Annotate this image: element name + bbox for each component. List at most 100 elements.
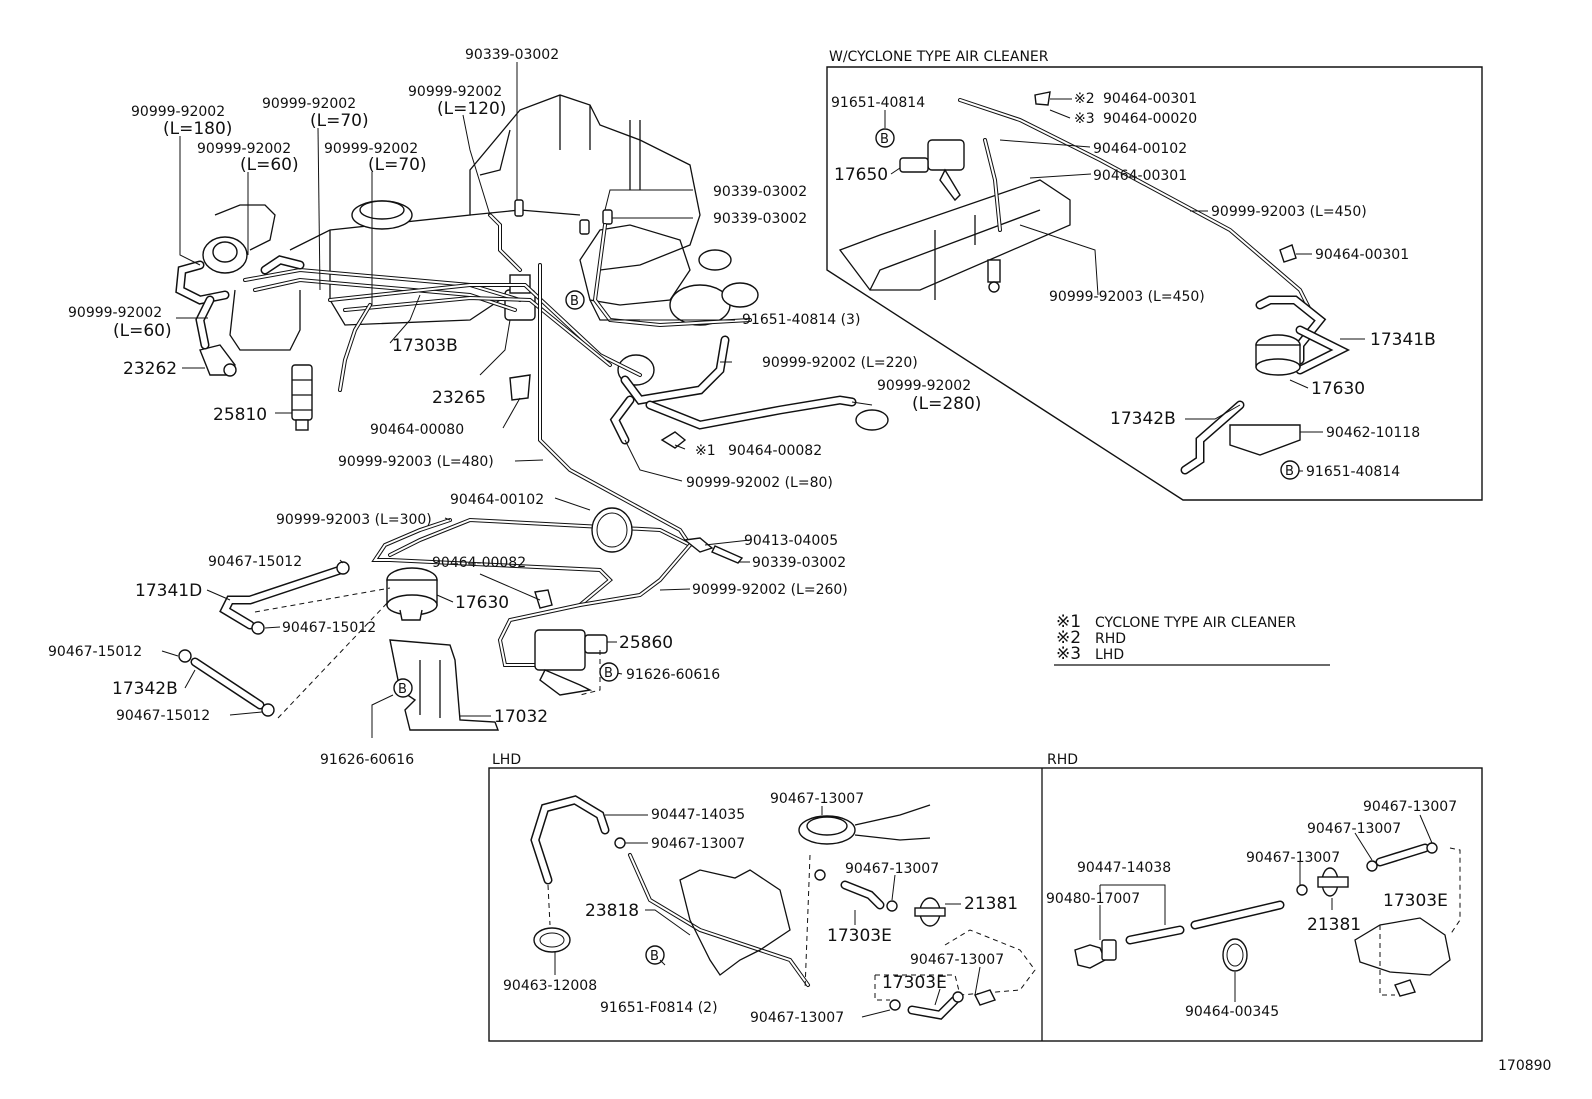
lhd-label-h7: 90467-13007 bbox=[910, 952, 1004, 968]
rhd-label-r7: 90464-00345 bbox=[1185, 1004, 1279, 1020]
label-l17: 23262 bbox=[123, 359, 177, 379]
cyclone-label-c1: 90464-00301 bbox=[1103, 91, 1197, 107]
bolt-mark: B bbox=[604, 666, 613, 681]
legend-mark-3: ※3 bbox=[1056, 644, 1081, 664]
label-l21: 25810 bbox=[213, 405, 267, 425]
label-l22: 23265 bbox=[432, 388, 486, 408]
label-l5: 90999-92002 bbox=[131, 104, 225, 120]
label-l31: 90339-03002 bbox=[752, 555, 846, 571]
cyclone-note2: ※2 bbox=[1074, 91, 1095, 107]
bolt-markers: B B B bbox=[393, 290, 619, 698]
cyclone-label-c8: 90999-92003 (L=450) bbox=[1049, 289, 1205, 305]
legend-text-1: CYCLONE TYPE AIR CLEANER bbox=[1095, 615, 1296, 631]
cyclone-note3: ※3 bbox=[1074, 111, 1095, 127]
main-labels: 90339-03002 90999-92002 (L=120) 90999-92… bbox=[48, 47, 981, 768]
label-l25: 90999-92003 (L=480) bbox=[338, 454, 494, 470]
cyclone-label-c0: 91651-40814 bbox=[831, 95, 925, 111]
cyclone-label-c9: 17341B bbox=[1370, 330, 1436, 350]
rhd-label-r4: 90480-17007 bbox=[1046, 891, 1140, 907]
rhd-label-r3: 90467-13007 bbox=[1246, 850, 1340, 866]
bolt-mark: B bbox=[1285, 464, 1294, 479]
cyclone-label-c2: 90464-00020 bbox=[1103, 111, 1197, 127]
cyclone-label-c6: 90999-92003 (L=450) bbox=[1211, 204, 1367, 220]
lhd-label-h0: 90447-14035 bbox=[651, 807, 745, 823]
label-l43: 91626-60616 bbox=[320, 752, 414, 768]
label-l13: 90999-92002 bbox=[68, 305, 162, 321]
lhd-label-h3: 90467-13007 bbox=[845, 861, 939, 877]
label-l19: 90999-92002 bbox=[877, 378, 971, 394]
label-l34: 17341D bbox=[135, 581, 202, 601]
label-l37: 25860 bbox=[619, 633, 673, 653]
cyclone-label-c11: 17342B bbox=[1110, 409, 1176, 429]
legend-mark-2: ※2 bbox=[1056, 628, 1081, 648]
label-l24: 90464-00082 bbox=[728, 443, 822, 459]
rhd-label-r0: 90467-13007 bbox=[1363, 799, 1457, 815]
lhd-title: LHD bbox=[492, 752, 521, 768]
label-l39: 91626-60616 bbox=[626, 667, 720, 683]
cyclone-label-c5: 90464-00301 bbox=[1093, 168, 1187, 184]
lhd-label-h4: 23818 bbox=[585, 901, 639, 921]
label-l11: 90339-03002 bbox=[713, 184, 807, 200]
label-l9: 90999-92002 bbox=[324, 141, 418, 157]
label-l6: (L=180) bbox=[163, 119, 232, 139]
label-l42: 17032 bbox=[494, 707, 548, 727]
legend-mark-1: ※1 bbox=[1056, 612, 1081, 632]
label-l16: 91651-40814 (3) bbox=[742, 312, 860, 328]
cyclone-label-c13: 91651-40814 bbox=[1306, 464, 1400, 480]
legend: ※1 CYCLONE TYPE AIR CLEANER ※2 RHD ※3 LH… bbox=[1054, 612, 1330, 666]
label-l41: 90467-15012 bbox=[116, 708, 210, 724]
label-l27: 90464-00102 bbox=[450, 492, 544, 508]
label-l3: 90999-92002 bbox=[262, 96, 356, 112]
label-l35: 17630 bbox=[455, 593, 509, 613]
rhd-label-r5: 17303E bbox=[1383, 891, 1448, 911]
legend-text-3: LHD bbox=[1095, 647, 1124, 663]
label-l4: (L=70) bbox=[310, 111, 369, 131]
label-l7: 90999-92002 bbox=[197, 141, 291, 157]
lhd-label-h8: 90463-12008 bbox=[503, 978, 597, 994]
label-l36: 90467-15012 bbox=[282, 620, 376, 636]
label-l40: 17342B bbox=[112, 679, 178, 699]
label-l10: (L=70) bbox=[368, 155, 427, 175]
rhd-label-r1: 90467-13007 bbox=[1307, 821, 1401, 837]
figure-number: 170890 bbox=[1498, 1058, 1551, 1074]
lhd-label-h2: 90467-13007 bbox=[770, 791, 864, 807]
label-l26: 90999-92002 (L=80) bbox=[686, 475, 833, 491]
lhd-label-h9: 17303E bbox=[882, 973, 947, 993]
label-l14: (L=60) bbox=[113, 321, 172, 341]
lhd-label-h6: 17303E bbox=[827, 926, 892, 946]
label-l32: 90464-00082 bbox=[432, 555, 526, 571]
rhd-section: 90467-13007 90467-13007 90447-14038 9046… bbox=[1046, 799, 1461, 1020]
label-l30: 90467-15012 bbox=[208, 554, 302, 570]
lhd-label-h10: 91651-F0814 (2) bbox=[600, 1000, 718, 1016]
label-l2: (L=120) bbox=[437, 99, 506, 119]
lhd-rhd-panel: LHD RHD bbox=[488, 752, 1483, 1042]
label-l28: 90999-92003 (L=300) bbox=[276, 512, 432, 528]
bolt-mark: B bbox=[650, 949, 659, 964]
label-l1: 90999-92002 bbox=[408, 84, 502, 100]
leader-lines bbox=[161, 62, 873, 738]
label-l12: 90339-03002 bbox=[713, 211, 807, 227]
engine-illustration bbox=[199, 94, 889, 431]
rhd-label-r6: 21381 bbox=[1307, 915, 1361, 935]
lhd-section: B 90447-14035 90467-13007 90467-13007 90… bbox=[503, 791, 1036, 1026]
cyclone-title: W/CYCLONE TYPE AIR CLEANER bbox=[829, 49, 1049, 65]
rhd-label-r2: 90447-14038 bbox=[1077, 860, 1171, 876]
lhd-label-h11: 90467-13007 bbox=[750, 1010, 844, 1026]
lhd-label-h5: 21381 bbox=[964, 894, 1018, 914]
label-l38: 90467-15012 bbox=[48, 644, 142, 660]
bolt-mark: B bbox=[398, 682, 407, 697]
label-l15: 17303B bbox=[392, 336, 458, 356]
cyclone-label-c4: 90464-00102 bbox=[1093, 141, 1187, 157]
label-l23: 90464-00080 bbox=[370, 422, 464, 438]
pipes bbox=[175, 213, 857, 731]
cyclone-label-c3: 17650 bbox=[834, 165, 888, 185]
label-l33: 90999-92002 (L=260) bbox=[692, 582, 848, 598]
rhd-title: RHD bbox=[1047, 752, 1078, 768]
legend-text-2: RHD bbox=[1095, 631, 1126, 647]
label-l0: 90339-03002 bbox=[465, 47, 559, 63]
bolt-mark: B bbox=[570, 294, 579, 309]
label-l18: 90999-92002 (L=220) bbox=[762, 355, 918, 371]
label-l8: (L=60) bbox=[240, 155, 299, 175]
cyclone-label-c10: 17630 bbox=[1311, 379, 1365, 399]
